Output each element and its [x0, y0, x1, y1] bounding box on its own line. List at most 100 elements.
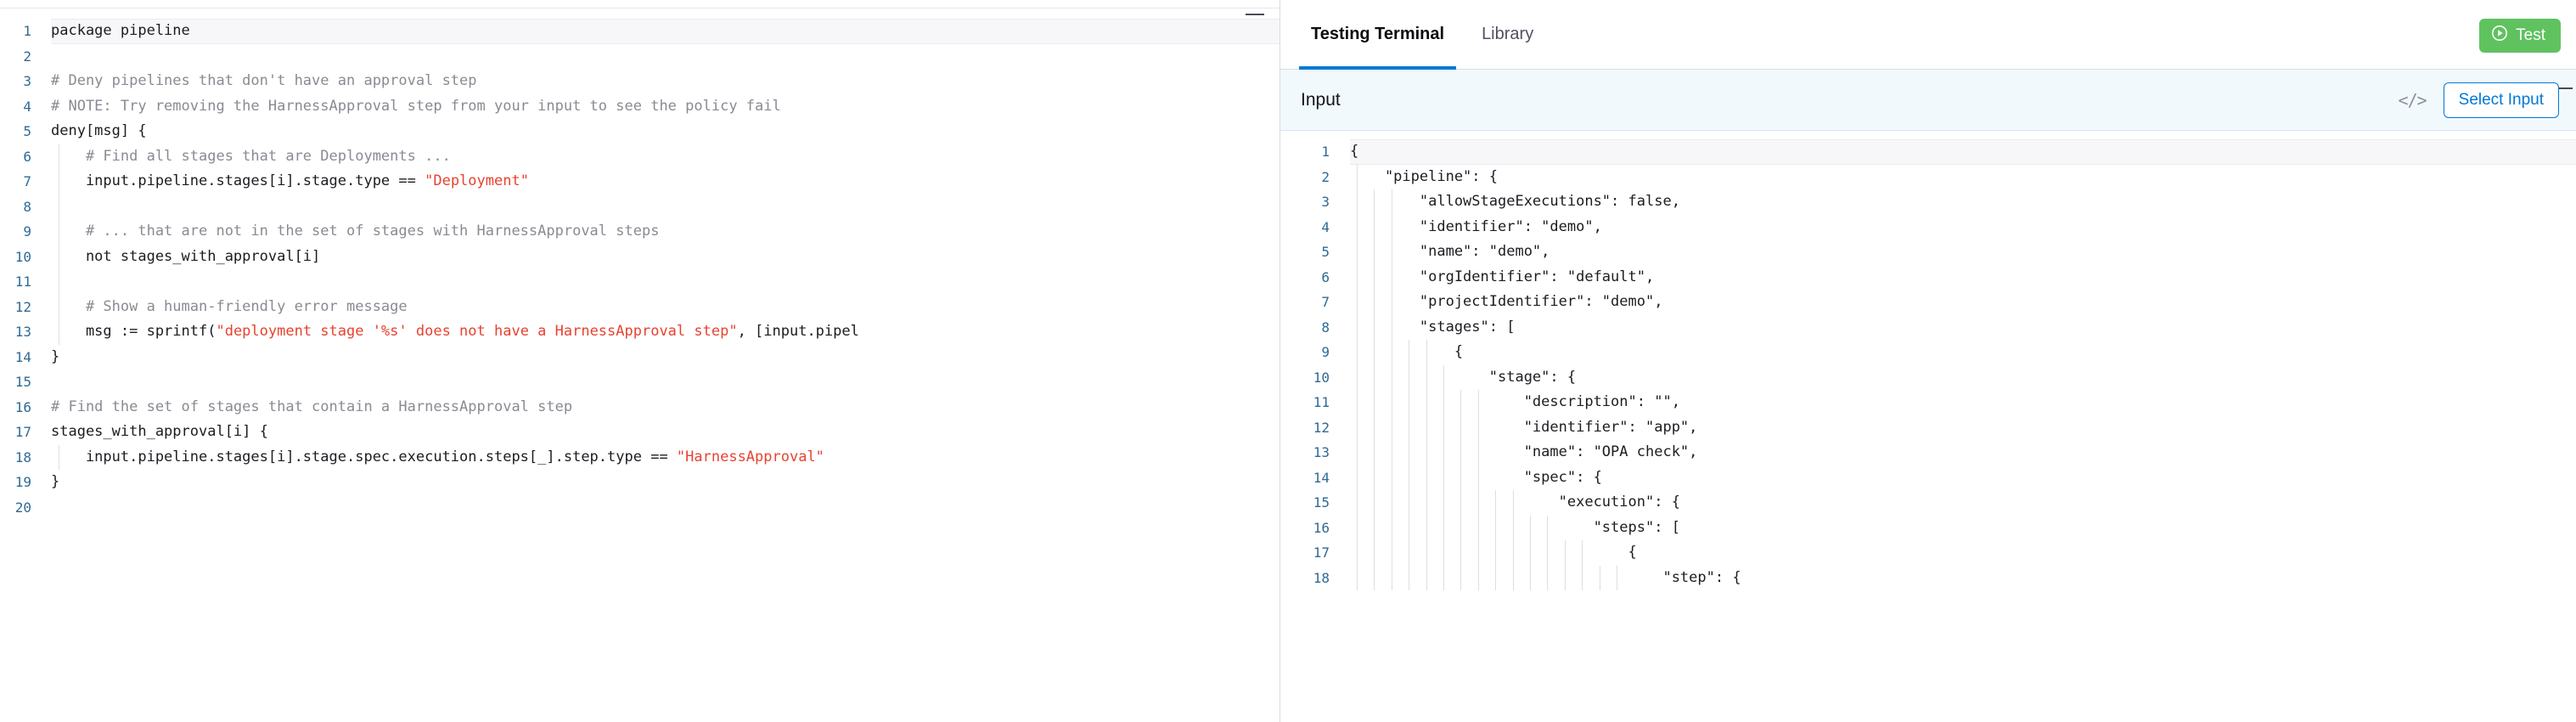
json-line[interactable]: "spec": { — [1350, 465, 2576, 490]
code-line[interactable]: # Find the set of stages that contain a … — [51, 395, 1280, 420]
tab-testing-terminal[interactable]: Testing Terminal — [1292, 0, 1463, 70]
line-number: 6 — [1321, 268, 1330, 285]
line-number: 17 — [1313, 544, 1330, 561]
line-number: 2 — [1321, 168, 1330, 185]
line-number: 3 — [1321, 194, 1330, 210]
code-token-code: , [input.pipel — [737, 323, 859, 340]
code-line[interactable]: stages_with_approval[i] { — [51, 420, 1280, 445]
json-line[interactable]: "projectIdentifier": "demo", — [1350, 290, 2576, 315]
indent-guide — [1443, 440, 1444, 465]
indent-guide — [1443, 390, 1444, 415]
json-text: { — [1350, 544, 1637, 561]
code-token-comment: # Find the set of stages that contain a … — [51, 398, 573, 415]
code-line[interactable]: input.pipeline.stages[i].stage.type == "… — [51, 169, 1280, 195]
indent-guide — [1477, 540, 1479, 566]
code-token-code: msg := sprintf( — [51, 323, 217, 340]
indent-guide — [1477, 440, 1479, 465]
code-line[interactable] — [51, 369, 1280, 395]
code-line[interactable]: # Show a human-friendly error message — [51, 294, 1280, 319]
indent-guide — [1374, 240, 1375, 265]
json-line[interactable]: "name": "demo", — [1350, 240, 2576, 265]
indent-guide — [1495, 540, 1497, 566]
json-line[interactable]: "stage": { — [1350, 364, 2576, 390]
indent-guide — [1512, 515, 1514, 540]
json-line[interactable]: "stages": [ — [1350, 314, 2576, 340]
json-line[interactable]: "allowStageExecutions": false, — [1350, 189, 2576, 215]
indent-guide — [1547, 565, 1549, 590]
line-number: 1 — [1321, 144, 1330, 160]
code-line[interactable]: # Deny pipelines that don't have an appr… — [51, 69, 1280, 94]
rego-code-lines[interactable]: package pipeline # Deny pipelines that d… — [41, 8, 1280, 722]
json-text: "step": { — [1350, 568, 1741, 586]
code-line[interactable] — [51, 194, 1280, 219]
json-line[interactable]: "name": "OPA check", — [1350, 440, 2576, 465]
code-line[interactable] — [51, 44, 1280, 70]
indent-guide — [1357, 515, 1358, 540]
json-line[interactable]: "orgIdentifier": "default", — [1350, 264, 2576, 290]
code-token-string: "deployment stage '%s' does not have a H… — [216, 323, 738, 340]
play-circle-icon — [2491, 25, 2508, 47]
line-number: 11 — [1313, 394, 1330, 410]
code-line[interactable]: deny[msg] { — [51, 119, 1280, 144]
json-line[interactable]: { — [1350, 340, 2576, 365]
json-text: "projectIdentifier": "demo", — [1350, 293, 1663, 310]
json-line[interactable]: "identifier": "demo", — [1350, 214, 2576, 240]
test-button-label: Test — [2516, 26, 2545, 44]
tab-library[interactable]: Library — [1463, 0, 1552, 70]
indent-guide — [1357, 490, 1358, 516]
json-line[interactable]: "steps": [ — [1350, 515, 2576, 540]
indent-guide — [1426, 490, 1427, 516]
editor-minimize-icon[interactable] — [1246, 10, 1264, 22]
indent-guide — [1357, 440, 1358, 465]
indent-guide — [1357, 540, 1358, 566]
code-token-code: input.pipeline.stages[i].stage.type == — [51, 172, 425, 189]
json-line[interactable]: { — [1350, 139, 2576, 165]
code-line[interactable]: package pipeline — [51, 19, 1280, 44]
indent-guide — [1477, 390, 1479, 415]
tab-testing-terminal-label: Testing Terminal — [1311, 25, 1445, 43]
indent-guide — [1426, 340, 1427, 365]
code-line[interactable]: } — [51, 470, 1280, 495]
code-line[interactable] — [51, 495, 1280, 521]
minimize-bar — [2559, 87, 2573, 89]
indent-guide — [1443, 415, 1444, 440]
indent-guide — [1426, 465, 1427, 490]
indent-guide — [1374, 540, 1375, 566]
indent-guide — [1374, 364, 1375, 390]
code-view-icon[interactable]: </> — [2398, 89, 2427, 110]
line-number: 18 — [14, 448, 31, 465]
code-line[interactable]: not stages_with_approval[i] — [51, 244, 1280, 269]
line-number: 13 — [1313, 444, 1330, 460]
json-code-lines[interactable]: { "pipeline": { "allowStageExecutions": … — [1341, 131, 2576, 722]
code-token-comment: # NOTE: Try removing the HarnessApproval… — [51, 97, 781, 115]
indent-guide — [1357, 390, 1358, 415]
code-line[interactable]: # NOTE: Try removing the HarnessApproval… — [51, 94, 1280, 120]
json-line[interactable]: "step": { — [1350, 565, 2576, 590]
right-pane-tabbar: Testing Terminal Library Test — [1280, 0, 2576, 70]
indent-guide — [1374, 390, 1375, 415]
code-line[interactable]: # ... that are not in the set of stages … — [51, 219, 1280, 245]
select-input-button[interactable]: Select Input — [2443, 82, 2559, 118]
indent-guide — [1477, 415, 1479, 440]
indent-guide — [1530, 565, 1531, 590]
json-line[interactable]: "identifier": "app", — [1350, 415, 2576, 440]
json-line[interactable]: "description": "", — [1350, 390, 2576, 415]
code-line[interactable]: input.pipeline.stages[i].stage.spec.exec… — [51, 444, 1280, 470]
code-line[interactable]: } — [51, 345, 1280, 370]
json-line[interactable]: "pipeline": { — [1350, 164, 2576, 189]
tab-library-label: Library — [1482, 25, 1534, 43]
code-line[interactable] — [51, 269, 1280, 295]
json-line[interactable]: { — [1350, 540, 2576, 566]
code-token-string: "HarnessApproval" — [676, 448, 824, 465]
indent-guide — [1547, 515, 1549, 540]
json-line[interactable]: "execution": { — [1350, 490, 2576, 516]
code-line[interactable]: # Find all stages that are Deployments .… — [51, 144, 1280, 169]
code-line[interactable]: msg := sprintf("deployment stage '%s' do… — [51, 319, 1280, 345]
test-button[interactable]: Test — [2479, 19, 2561, 53]
indent-guide — [1374, 490, 1375, 516]
right-pane-minimize-icon[interactable] — [2559, 85, 2573, 93]
line-number: 16 — [14, 398, 31, 415]
indent-guide — [1564, 565, 1566, 590]
